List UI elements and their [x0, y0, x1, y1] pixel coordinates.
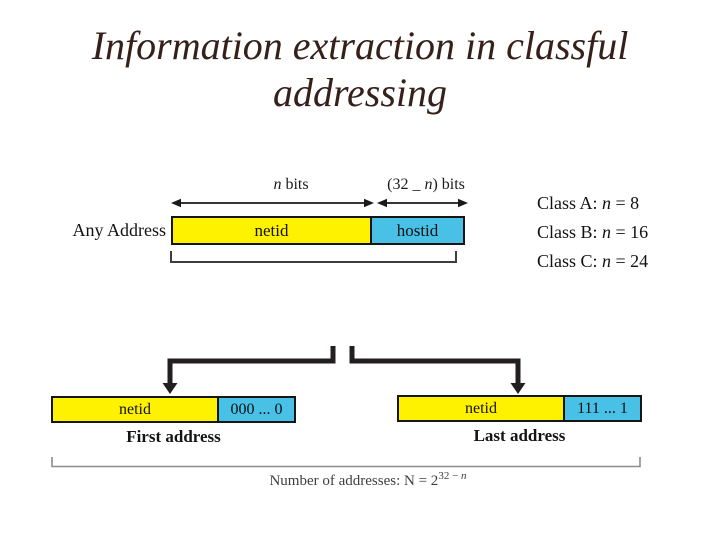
n-bits-arrow: [171, 198, 374, 208]
slide-title-line1: Information extraction in classful: [91, 23, 629, 68]
last-address-hostid-field: 111 ... 1: [563, 397, 640, 420]
formula-exponent: 32 − n: [438, 470, 467, 482]
number-of-addresses-formula: Number of addresses: N = 232 − n: [269, 470, 467, 489]
last-address-connector-arrow: [349, 346, 526, 394]
any-address-label: Any Address: [72, 220, 167, 240]
class-c-line: Class C: n = 24: [537, 251, 649, 271]
last-address-bar: netid 111 ... 1: [397, 395, 642, 422]
netid-field: netid: [173, 218, 370, 243]
class-b-line: Class B: n = 16: [537, 222, 649, 242]
last-address-caption: Last address: [473, 426, 566, 445]
slide-title-line2: addressing: [272, 70, 448, 116]
hostid-field: hostid: [370, 218, 463, 243]
class-list: Class A: n = 8 Class B: n = 16 Class C: …: [537, 189, 648, 276]
first-address-connector-arrow: [162, 346, 336, 394]
first-address-bar: netid 000 ... 0: [51, 396, 296, 423]
any-address-bar: netid hostid: [171, 216, 465, 245]
host-bits-arrow: [377, 198, 468, 208]
remaining-bits-label: (32 _ n) bits: [387, 176, 465, 193]
class-a-line: Class A: n = 8: [537, 193, 640, 213]
first-address-caption: First address: [126, 427, 221, 446]
first-address-netid-field: netid: [53, 398, 217, 421]
netid-extent-bracket: [170, 251, 457, 263]
slide-title: Information extraction in classful addre…: [0, 22, 720, 116]
n-bits-label: n bits: [273, 176, 309, 193]
last-address-netid-field: netid: [399, 397, 563, 420]
first-address-hostid-field: 000 ... 0: [217, 398, 294, 421]
address-range-bracket: [51, 457, 641, 468]
